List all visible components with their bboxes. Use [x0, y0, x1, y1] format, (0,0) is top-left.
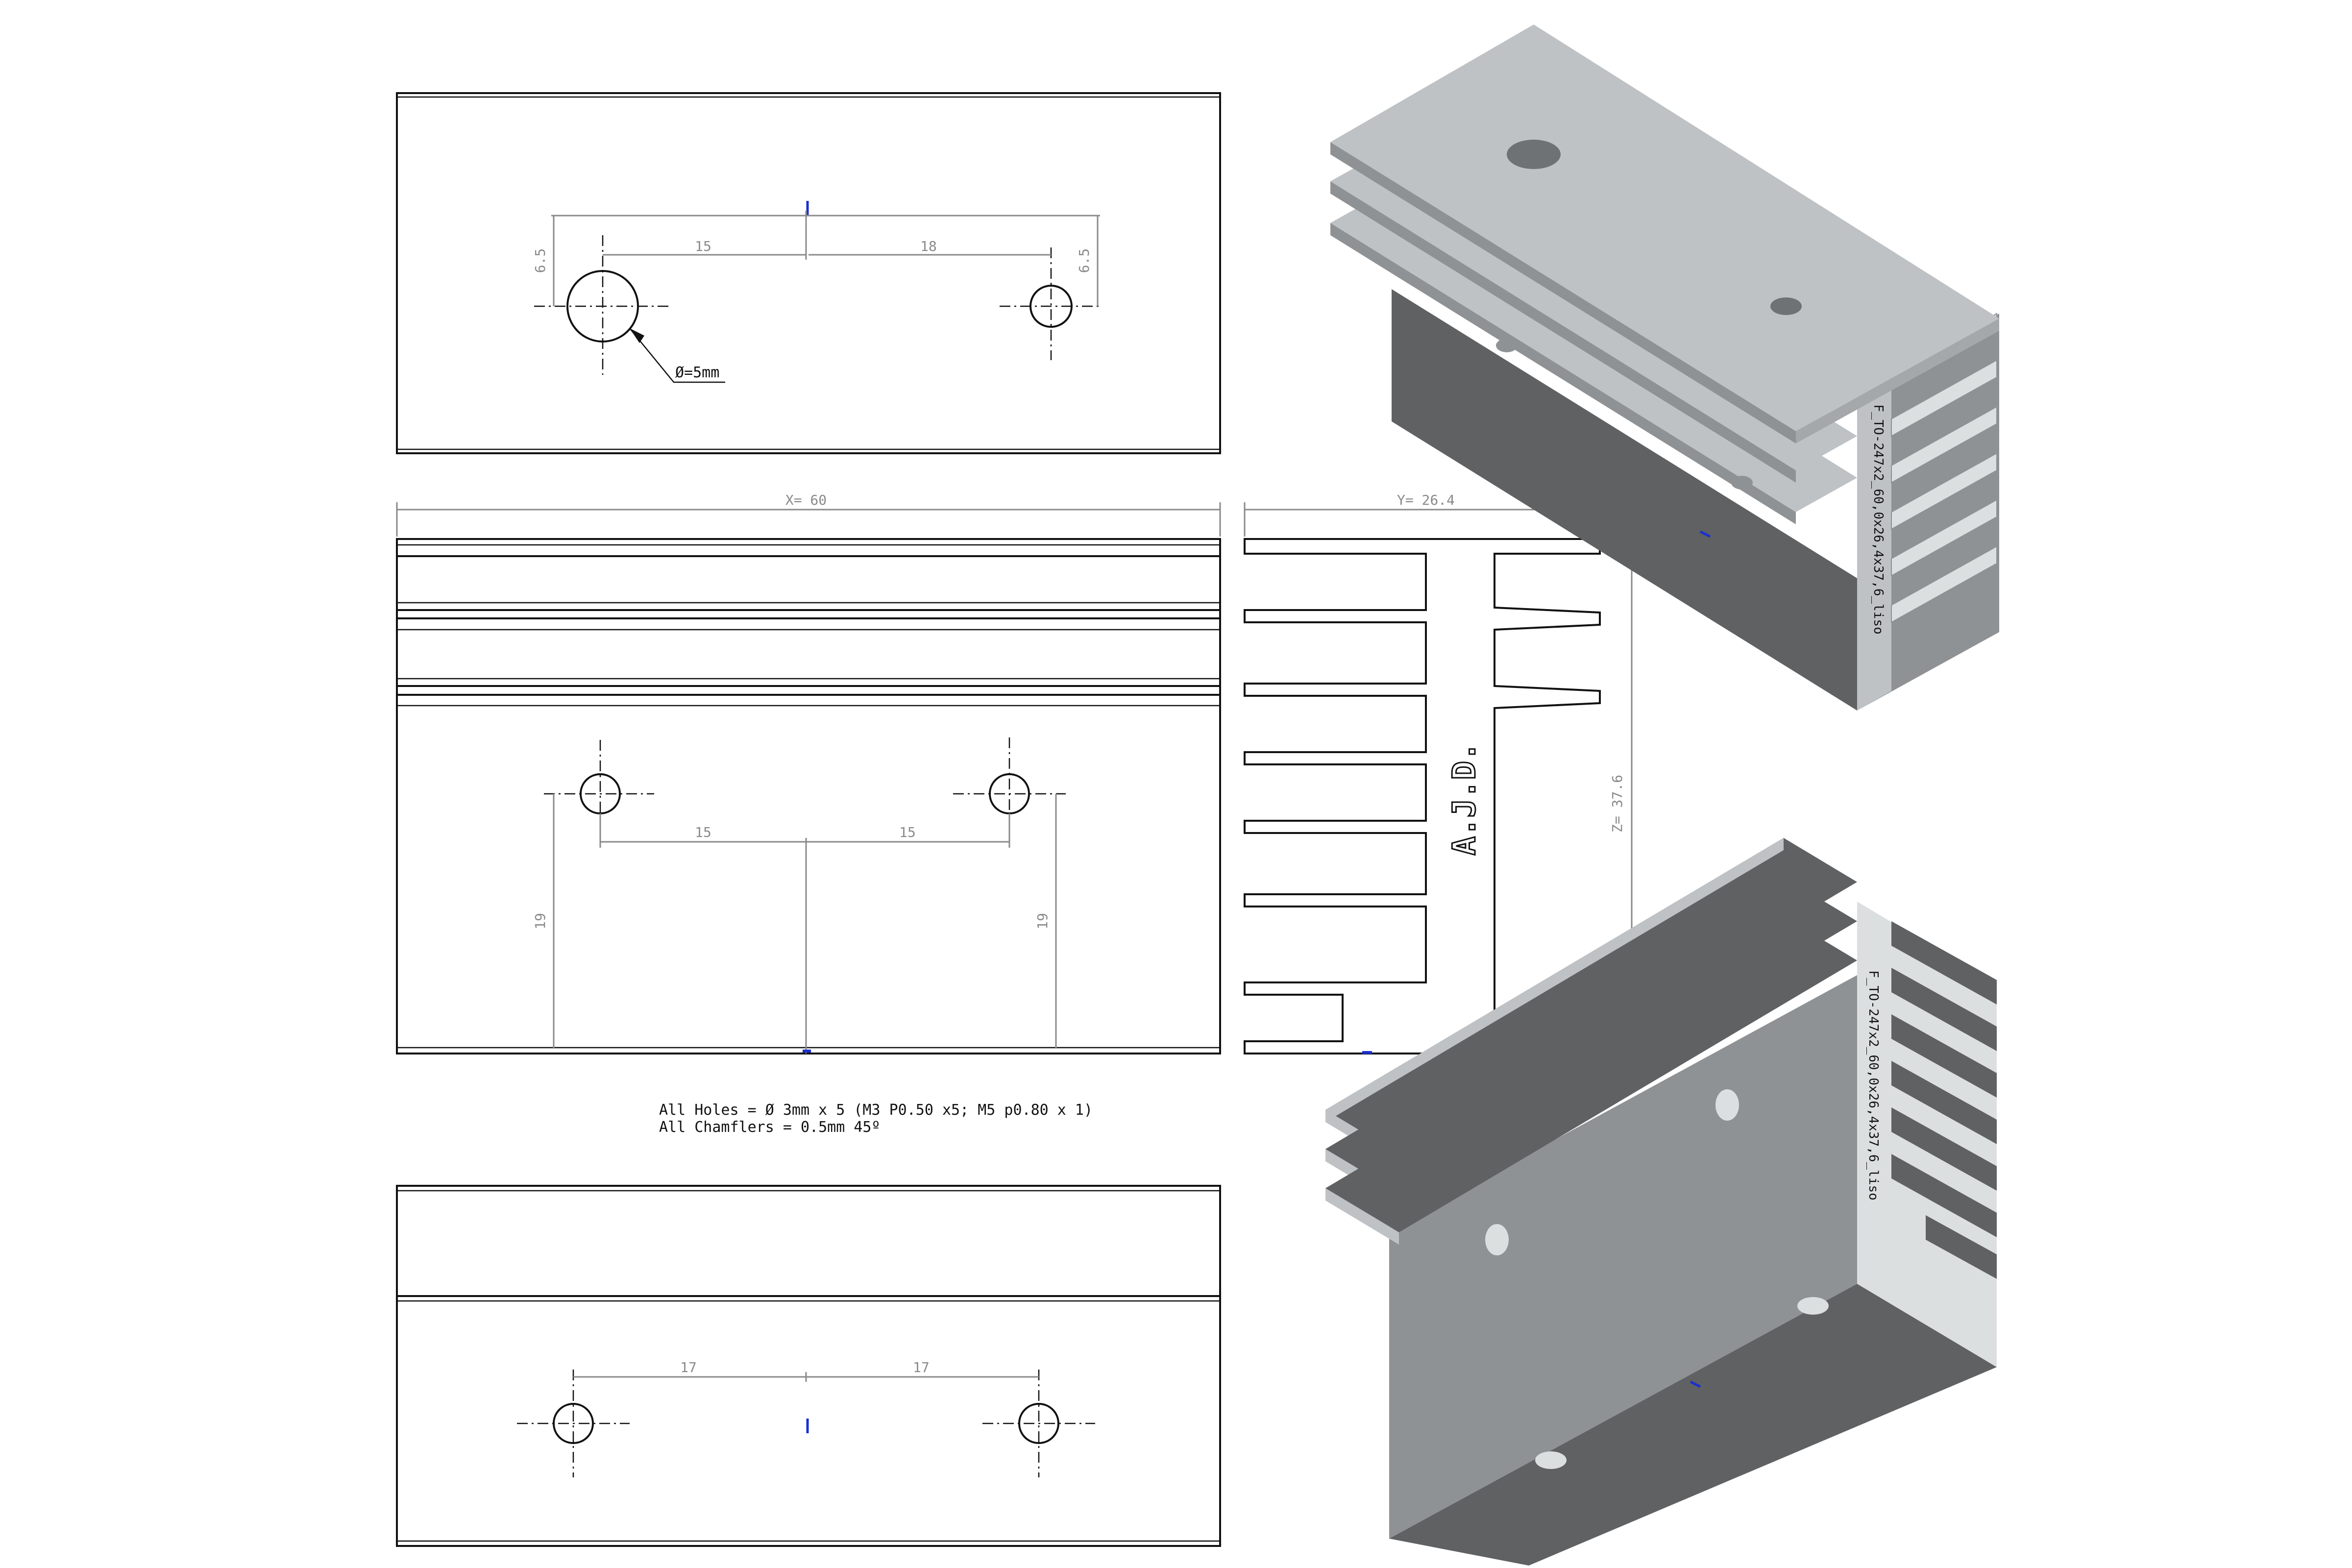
upper-iso-top-face	[1330, 24, 1999, 431]
dim-front-left-height: 19	[532, 913, 548, 930]
upper-iso-large-hole	[1507, 140, 1561, 169]
front-view-frame	[396, 538, 1221, 1054]
lower-isometric-view: F_TO-247x2_60,0x26,4x37,6_liso	[1325, 838, 1997, 1566]
lower-iso-front-face	[1389, 975, 1857, 1539]
upper-iso-front-face	[1392, 289, 1857, 710]
lower-iso-part-label: F_TO-247x2_60,0x26,4x37,6_liso	[1866, 970, 1881, 1200]
dim-overall-z: Z= 37.6	[1609, 775, 1625, 833]
upper-iso-part-label: F_TO-247x2_60,0x26,4x37,6_liso	[1871, 404, 1886, 635]
note-holes: All Holes = Ø 3mm x 5 (M3 P0.50 x5; M5 p…	[659, 1102, 1093, 1119]
heatsink-profile	[1244, 538, 1601, 1054]
upper-isometric-view: F_TO-247x2_60,0x26,4x37,6_liso	[1330, 24, 1999, 710]
top-view-frame	[396, 92, 1221, 454]
dim-overall-x: X= 60	[785, 492, 827, 508]
dim-front-left-span: 15	[695, 824, 711, 840]
dim-top-right-offset: 6.5	[1076, 248, 1092, 273]
logo-ajd: A.J.D.	[1446, 742, 1483, 855]
lower-iso-hole-1	[1797, 1297, 1829, 1315]
dim-front-right-span: 15	[899, 824, 916, 840]
lower-iso-bottom-face	[1389, 1284, 1997, 1566]
upper-iso-small-hole	[1770, 297, 1802, 315]
bottom-view: 17 17	[396, 1185, 1221, 1547]
dim-top-left-span: 15	[695, 238, 711, 254]
hole-diameter-callout: Ø=5mm	[675, 364, 719, 381]
drawing-notes: All Holes = Ø 3mm x 5 (M3 P0.50 x5; M5 p…	[659, 1102, 1093, 1136]
note-chamfers: All Chamflers = 0.5mm 45º	[659, 1119, 881, 1136]
bottom-view-frame	[396, 1185, 1221, 1547]
dim-bottom-right-span: 17	[913, 1359, 930, 1375]
dim-overall-y: Y= 26.4	[1397, 492, 1455, 508]
dim-front-right-height: 19	[1034, 913, 1051, 930]
dim-bottom-left-span: 17	[680, 1359, 697, 1375]
top-view: 15 18 6.5 6.5 Ø=5mm	[396, 92, 1221, 454]
lower-iso-hole-2	[1535, 1451, 1567, 1469]
dim-top-left-offset: 6.5	[532, 248, 548, 273]
front-view: X= 60 15 15 19 19	[396, 492, 1221, 1054]
dim-top-right-span: 18	[920, 238, 937, 254]
